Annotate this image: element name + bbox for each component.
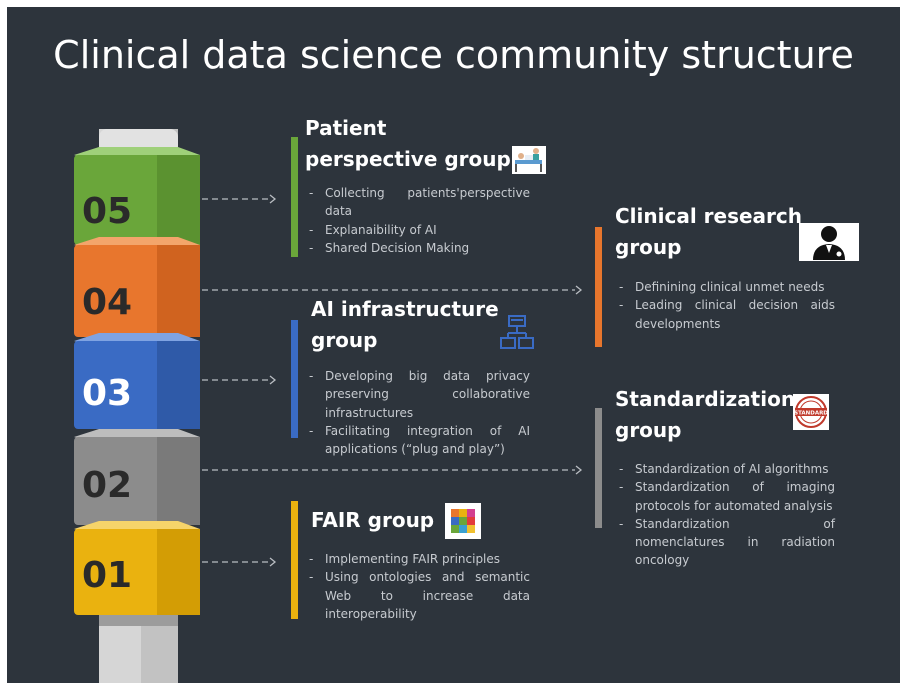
band-05-shade [157, 155, 200, 245]
group-accent-bar [291, 137, 298, 257]
group-accent-bar [291, 501, 298, 619]
list-item: Standardization of nomenclatures in radi… [615, 515, 835, 570]
group-accent-bar [595, 408, 602, 528]
level-label: 02 [82, 465, 132, 506]
level-label: 04 [82, 282, 132, 323]
group-accent-bar [291, 320, 298, 438]
group-items: Implementing FAIR principles Using ontol… [305, 550, 530, 623]
list-item: Leading clinical decision aids developme… [615, 296, 835, 333]
arrowhead [269, 557, 277, 567]
patient-bed-icon [511, 145, 547, 180]
server-network-icon [499, 314, 535, 357]
slide: Clinical data science community structur… [7, 7, 900, 683]
arrowhead [269, 375, 277, 385]
svg-text:STANDARD: STANDARD [794, 411, 828, 417]
list-item: Standardization of AI algorithms [615, 460, 835, 479]
group-items: Definining clinical unmet needs Leading … [615, 278, 835, 333]
band-03-shade [157, 341, 200, 429]
group-title: FAIR group [311, 508, 435, 532]
group-title: Patient perspective group [305, 116, 511, 171]
band-04-shade [157, 245, 200, 337]
level-label: 03 [82, 373, 132, 414]
pillar-gap [99, 612, 178, 626]
level-label: 01 [82, 555, 132, 596]
list-item: Facilitating integration of AI applicati… [305, 422, 530, 459]
group-title: Standardization group [615, 387, 796, 442]
arrowhead [575, 465, 583, 475]
doctor-icon [799, 223, 859, 266]
list-item: Shared Decision Making [305, 239, 530, 258]
group-items: Collecting patients'perspective data Exp… [305, 184, 530, 257]
pillar-diagram: 05 04 03 02 01 [74, 129, 583, 683]
page-title: Clinical data science community structur… [53, 33, 854, 77]
arrowhead [269, 194, 277, 204]
group-accent-bar [595, 227, 602, 347]
list-item: Using ontologies and semantic Web to inc… [305, 568, 530, 623]
group-title: Clinical research group [615, 204, 803, 259]
list-item: Standardization of imaging protocols for… [615, 478, 835, 515]
level-label: 05 [82, 191, 132, 232]
band-01-shade [157, 529, 200, 615]
group-title: AI infrastructure group [311, 297, 499, 352]
group-items: Standardization of AI algorithms Standar… [615, 460, 835, 570]
arrowhead [575, 285, 583, 295]
list-item: Implementing FAIR principles [305, 550, 530, 569]
list-item: Definining clinical unmet needs [615, 278, 835, 297]
standard-stamp-icon: STANDARD [793, 394, 829, 435]
list-item: Developing big data privacy preserving c… [305, 367, 530, 422]
list-item: Explanaibility of AI [305, 221, 530, 240]
puzzle-icon [445, 503, 481, 544]
list-item: Collecting patients'perspective data [305, 184, 530, 221]
group-items: Developing big data privacy preserving c… [305, 367, 530, 458]
band-02-shade [157, 437, 200, 525]
